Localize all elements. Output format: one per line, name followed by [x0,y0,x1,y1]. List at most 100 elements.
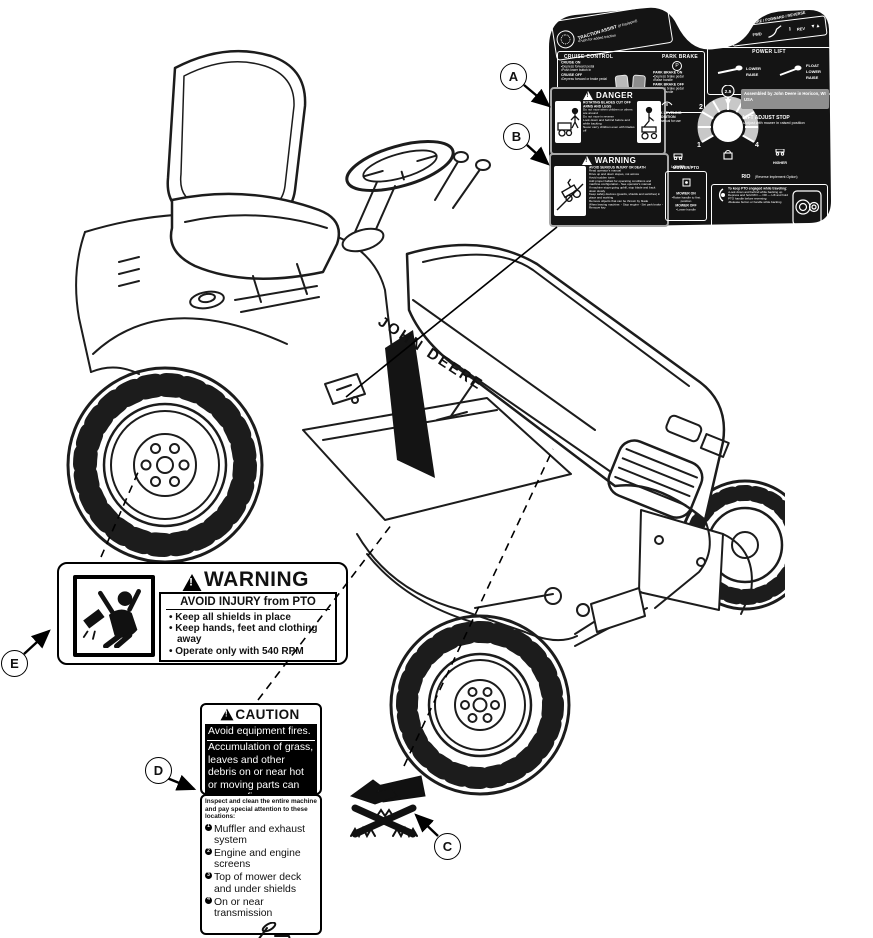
alert-triangle-icon-2 [581,156,592,165]
power-lift-lower2: LOWER [806,69,821,74]
warning-title: AVOID SERIOUS INJURY OR DEATH [589,166,646,170]
cut-height-dial: 2.5 1 2 3 4 [697,85,759,160]
brake-forward-reverse-section: BRAKE / FORWARD / REVERSE ▲▼ FWD ‖ REV ▼… [729,10,828,55]
mow-children-pictogram [555,101,581,143]
console-label: TRACTION ASSIST (If Equipped) •Push for … [545,3,835,234]
warning-b1: Drive up and down slopes, not across [589,173,640,177]
warning-b7: When leaving machine: - Stop engine - Se… [589,203,663,210]
mower-off-title: MOWER OFF [675,204,697,208]
fwd-label: FWD [752,30,762,37]
inspection-tractor-pictogram: 1 2 3 4 [257,921,291,938]
lift-adjust-line: •Adjust with mower in raised position [743,121,805,125]
danger-title: ROTATING BLADES CUT OFF ARMS AND LEGS [583,101,631,109]
park-brake-icon: P [672,61,682,71]
e-bullet-1: • Keep hands, feet and clothing away [169,623,318,646]
higher-tractor-icon [775,148,785,156]
dial-pointer [725,99,731,106]
e-box-title: AVOID INJURY from PTO [166,596,330,610]
park-off-title: PARK BRAKE OFF [653,82,685,87]
control-levers [434,151,491,209]
cruise-title: CRUISE CONTROL [564,54,614,60]
lift-lever-icon-2 [779,65,802,76]
callout-b: B [503,123,530,150]
assembled-box: Assembled by John Deere in Horicon, WI U… [741,89,829,109]
inspect-intro: Inspect and clean the entire machine and… [205,798,317,821]
rio-subtitle: (Reverse Implement Option) [754,175,798,179]
rio-l2: •Look down and behind while backing up [728,190,783,194]
caution-header: CAUTION [202,705,320,724]
rear-wheel [66,366,264,564]
warning-b5: Keep safety devices (guards, shields and… [589,193,661,200]
danger-b2: Look down and behind before and while ba… [583,118,630,126]
warning-b0: Read operator's manual [589,169,621,173]
e-bullet-2: • Operate only with 540 RPM [169,645,304,657]
warning-b4: If machine stops going uphill, stop blad… [589,186,656,193]
reverse-mowing-pictogram [637,101,661,143]
warning-b3: Add proper ballast for operating conditi… [589,179,652,187]
cruise-text: CRUISE ON •Depress forward pedal •Push l… [561,61,607,118]
power-lift-raise2: RAISE [806,75,819,80]
power-lift-title: POWER LIFT [752,49,786,55]
rev-label: REV [796,25,806,32]
headlight [665,414,703,443]
callout-e: E [1,650,28,677]
danger-b3: Never carry children even with blades of… [583,125,635,133]
lift-adjust-note: LIFT ADJUST STOP •Adjust with mower in r… [743,115,829,125]
rio-section: RIO (Reverse Implement Option) To keep P… [711,165,828,234]
deck-leveling-l1: DECK LEVELING [652,111,682,115]
park-on-title: PARK BRAKE ON [653,71,683,75]
park-off-l1: •Depress brake pedal [653,86,684,91]
callout-c: C [434,833,461,860]
pto-switch-icon [682,178,690,187]
dial-number-1: 1 [697,142,701,149]
console [324,373,366,405]
power-lift-lower1: LOWER [746,65,761,71]
warning-sublabel: WARNING AVOID SERIOUS INJURY OR DEATH Re… [549,153,669,227]
grille [607,439,704,519]
cruise-off-l1: •Depress forward or brake pedal [561,77,607,81]
power-lift-float: FLOAT [806,63,820,68]
e-bullet-0: • Keep all shields in place [169,612,291,623]
mower-on-line: •Raise handle to first position [671,195,701,203]
lift-lever-icon [717,65,743,74]
mower-on-title: MOWER ON [676,192,696,196]
blade-hazard-pictogram [349,775,426,838]
warning-text: AVOID SERIOUS INJURY OR DEATH Read opera… [589,166,663,225]
mower-off-line: •Lower handle [676,207,696,212]
slope-pictogram [554,166,586,216]
steering-wheel [341,140,455,253]
warning-b2: Avoid sudden turns [589,176,615,180]
danger-text: ROTATING BLADES CUT OFF ARMS AND LEGS Do… [583,101,635,153]
park-on-l2: •Raise handle [653,78,673,83]
rio-button-icon [718,188,725,202]
lift-adjust-title: LIFT ADJUST STOP [743,115,790,121]
dial-lock-icon [723,149,733,160]
warning-word: WARNING [594,156,637,165]
cruise-on-l2: •Push lower button in [561,68,592,73]
dial-higher-label: HIGHER [767,143,793,165]
e-warning-box: AVOID INJURY from PTO • Keep all shields… [159,592,337,662]
dial-lower-label: LOWER [665,147,691,169]
callout-d: D [145,757,172,784]
deck-leveling-manual: See manual for use [653,119,681,123]
caution-triangle-icon [220,708,234,721]
callout-a: A [500,63,527,90]
traction-button-icon [555,29,576,50]
cruise-on-l1: •Depress forward pedal [561,65,595,69]
rio-title: RIO [741,174,751,180]
power-lift-right: FLOAT LOWER RAISE [779,63,821,81]
danger-sublabel: DANGER ROTATING BLADES CUT OFF ARMS AND … [550,87,666,155]
mower-pto-section: MOWER/PTO MOWER ON •Raise handle to firs… [665,165,707,221]
rio-l1: To keep PTO engaged while traveling: [728,187,788,191]
alert-triangle-icon [582,91,593,100]
power-lift-raise1: RAISE [746,72,759,77]
e-warning-header: WARNING [159,569,337,592]
danger-b1: Do not mow in reverse [583,115,614,119]
danger-word: DANGER [595,91,634,100]
reverse-pedal-icon: ▼▲ [810,22,821,31]
cruise-park-section: CRUISE CONTROL PARK BRAKE CRUISE ON •Dep… [557,51,705,113]
deere-badge [699,433,730,458]
dial-number-2: 2 [699,104,703,111]
pto-entanglement-pictogram [73,575,155,657]
